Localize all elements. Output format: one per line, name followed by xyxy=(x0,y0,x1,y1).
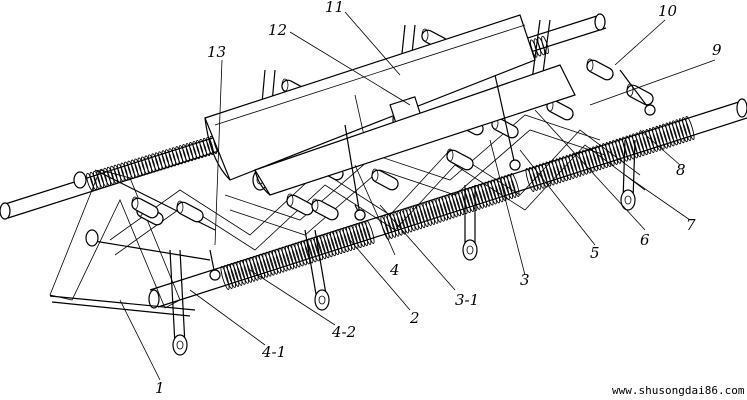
label-2: 2 xyxy=(409,309,420,327)
label-10: 10 xyxy=(658,2,678,20)
label-6: 6 xyxy=(640,231,650,249)
label-1: 1 xyxy=(155,379,165,397)
left-frame xyxy=(49,169,216,317)
label-4: 4 xyxy=(389,261,400,279)
front-spring xyxy=(220,116,695,290)
label-11: 11 xyxy=(325,0,344,16)
front-shaft xyxy=(148,98,747,309)
label-4-2: 4-2 xyxy=(331,323,356,341)
label-3-1: 3-1 xyxy=(455,291,479,309)
label-13: 13 xyxy=(207,43,226,61)
label-8: 8 xyxy=(676,161,686,179)
label-12: 12 xyxy=(268,21,287,39)
label-7: 7 xyxy=(686,216,696,234)
label-5: 5 xyxy=(590,244,600,262)
upper-arms xyxy=(209,69,656,281)
watermark: www.shusongdai86.com xyxy=(612,384,745,397)
part-labels: 1 2 3 3-1 4 4-1 4-2 5 6 7 8 9 10 11 12 1… xyxy=(119,0,722,397)
label-4-1: 4-1 xyxy=(261,343,286,361)
label-3: 3 xyxy=(520,271,530,289)
trough-plate xyxy=(204,14,576,196)
label-9: 9 xyxy=(712,41,722,59)
cross-bracing xyxy=(109,114,646,256)
